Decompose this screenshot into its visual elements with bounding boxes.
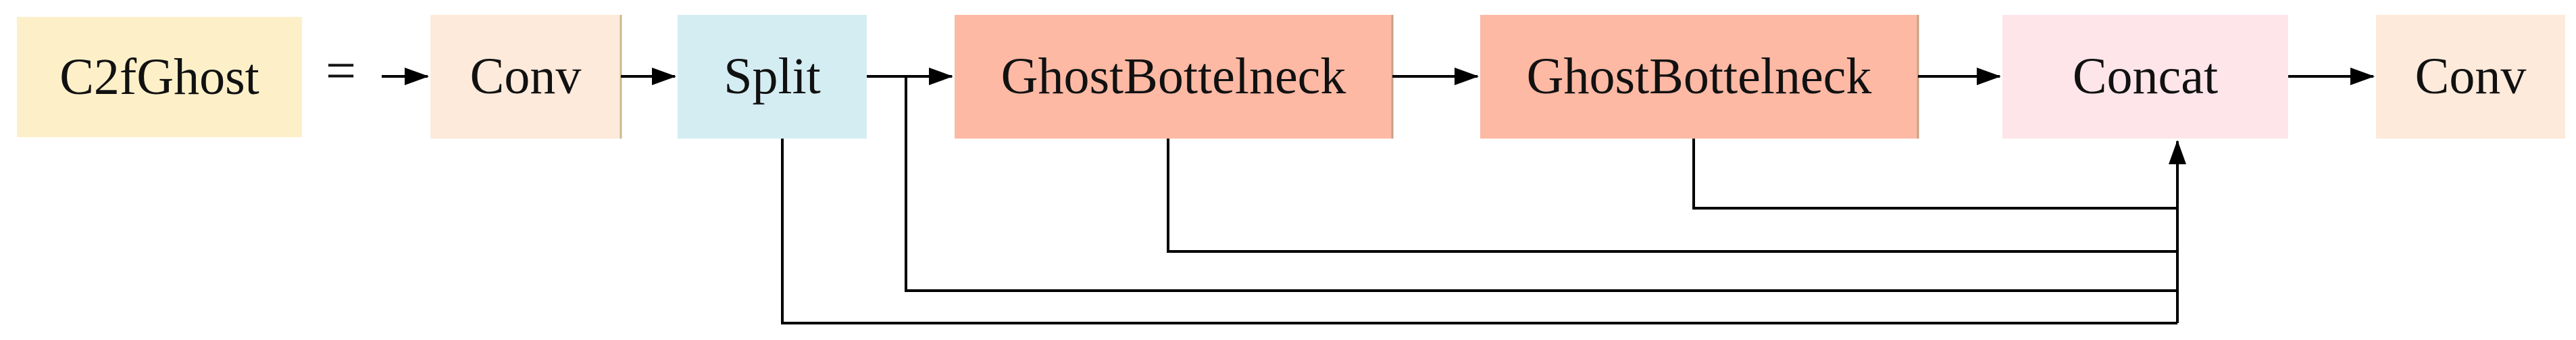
module-title: C2fGhost <box>59 48 259 105</box>
equals-sign: = <box>326 41 357 101</box>
ghost-bottleneck-node-2: GhostBottelneck <box>1480 15 1918 139</box>
skip-split-branch <box>905 76 2177 292</box>
skip-split-bottom <box>781 139 2177 324</box>
skip-ghost2 <box>1692 139 2177 210</box>
conv-output-label: Conv <box>2415 48 2527 105</box>
module-title-box: C2fGhost <box>17 17 302 137</box>
conv-input-label: Conv <box>470 48 582 105</box>
ghost-bottleneck-node-1: GhostBottelneck <box>955 15 1392 139</box>
concat-label: Concat <box>2072 48 2219 105</box>
split-label: Split <box>724 48 821 105</box>
ghost-bottleneck-1-label: GhostBottelneck <box>1001 48 1346 105</box>
concat-node: Concat <box>2002 15 2288 139</box>
split-node: Split <box>678 15 867 139</box>
conv-output-node: Conv <box>2376 15 2565 139</box>
ghost-bottleneck-2-label: GhostBottelneck <box>1526 48 1872 105</box>
skip-ghost1 <box>1167 139 2177 253</box>
conv-input-node: Conv <box>430 15 621 139</box>
